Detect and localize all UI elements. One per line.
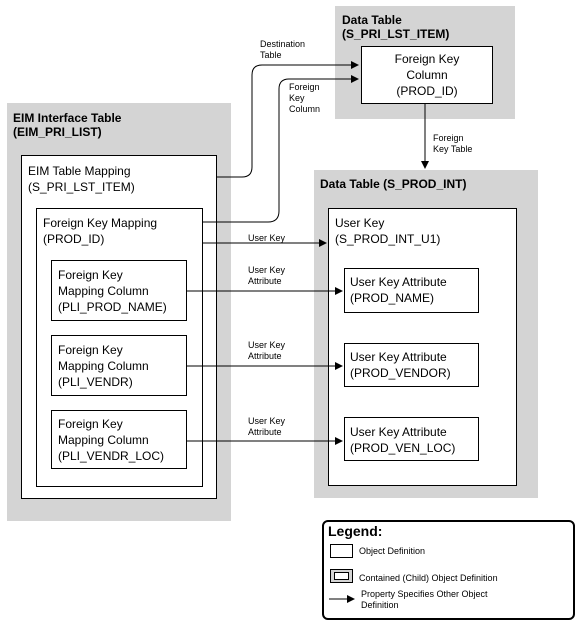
user-key-attribute-arrow-label-2a: User Key (248, 340, 286, 350)
user-key-attribute-box-1 (344, 268, 479, 313)
foreign-key-column-arrow-label: Foreign Key Column (289, 82, 320, 115)
destination-table-connector (217, 61, 359, 178)
eim-table-mapping-line1: EIM Table Mapping (28, 164, 131, 178)
fk-mapping-column-label-1: Foreign Key Mapping Column (PLI_PROD_NAM… (58, 267, 167, 315)
user-key-attribute-arrow-label-1b: Attribute (248, 276, 282, 286)
foreign-key-column-line3: (PROD_ID) (396, 84, 458, 98)
user-key-arrow-label: User Key (248, 233, 286, 243)
foreign-key-table-label: Foreign Key Table (433, 133, 472, 155)
data-table-bottom-title: Data Table (S_PROD_INT) (320, 177, 467, 191)
foreign-key-mapping-line2: (PROD_ID) (43, 232, 105, 246)
user-key-attribute-label-3: User Key Attribute (PROD_VEN_LOC) (350, 424, 455, 456)
fk-mapping-column-2-line2: Mapping Column (58, 359, 149, 373)
legend-property-line1: Property Specifies Other Object (361, 589, 488, 599)
data-table-top-title-line1: Data Table (342, 13, 402, 27)
user-key-attribute-arrow-label-2b: Attribute (248, 351, 282, 361)
user-key-attribute-3-line2: (PROD_VEN_LOC) (350, 441, 456, 455)
user-key-attribute-arrow-label-2: User Key Attribute (248, 340, 285, 362)
fk-mapping-column-box-1 (51, 260, 187, 321)
data-table-top-title: Data Table (S_PRI_LST_ITEM) (342, 13, 449, 41)
legend-child-definition-label: Contained (Child) Object Definition (359, 573, 498, 583)
user-key-attribute-2-line1: User Key Attribute (350, 350, 447, 364)
foreign-key-column-arrow-label-line1: Foreign (289, 82, 320, 92)
foreign-key-column-line1: Foreign Key (394, 52, 460, 66)
destination-table-label: Destination Table (260, 39, 305, 61)
fk-mapping-column-3-line1: Foreign Key (58, 417, 123, 431)
eim-interface-table-title-line1: EIM Interface Table (13, 111, 122, 125)
user-key-attribute-box-3 (344, 417, 479, 461)
foreign-key-column-connector (203, 75, 359, 223)
user-key-attribute-arrow-label-3b: Attribute (248, 427, 282, 437)
fk-mapping-column-1-line3: (PLI_PROD_NAME) (58, 300, 167, 314)
user-key-attribute-arrow-label-1: User Key Attribute (248, 265, 285, 287)
foreign-key-table-label-line2: Key Table (433, 144, 473, 154)
destination-table-label-line1: Destination (260, 39, 306, 49)
data-table-top-title-line2: (S_PRI_LST_ITEM) (342, 27, 450, 41)
fk-mapping-column-3-line3: (PLI_VENDR_LOC) (58, 449, 165, 463)
eim-table-mapping-label: EIM Table Mapping (S_PRI_LST_ITEM) (28, 163, 135, 195)
foreign-key-column-arrow-label-line3: Column (289, 104, 321, 114)
foreign-key-column-label: Foreign Key Column (PROD_ID) (361, 51, 493, 99)
fk-mapping-column-1-line2: Mapping Column (58, 284, 149, 298)
foreign-key-table-label-line1: Foreign (433, 133, 464, 143)
user-key-line2: (S_PROD_INT_U1) (335, 232, 441, 246)
legend-object-definition-swatch (330, 544, 353, 558)
foreign-key-column-box (361, 46, 493, 104)
legend-child-definition-inner (334, 572, 349, 580)
fk-mapping-column-box-3 (51, 410, 187, 469)
legend-arrow-icon (329, 595, 355, 603)
legend-property-line2: Definition (361, 600, 399, 610)
legend-object-definition-label: Object Definition (359, 546, 426, 556)
legend-box (322, 520, 575, 620)
fk-mapping-column-2-line3: (PLI_VENDR) (58, 375, 133, 389)
legend-title: Legend: (328, 523, 383, 539)
fk-mapping-column-box-2 (51, 335, 187, 396)
user-key-attribute-1-line1: User Key Attribute (350, 275, 447, 289)
user-key-attribute-label-2: User Key Attribute (PROD_VENDOR) (350, 349, 451, 381)
user-key-attribute-2-line2: (PROD_VENDOR) (350, 366, 451, 380)
fk-mapping-column-label-2: Foreign Key Mapping Column (PLI_VENDR) (58, 342, 149, 390)
foreign-key-mapping-line1: Foreign Key Mapping (43, 216, 158, 230)
foreign-key-column-arrow-label-line2: Key (289, 93, 305, 103)
foreign-key-column-line2: Column (406, 68, 448, 82)
user-key-attribute-box-2 (344, 343, 479, 387)
eim-table-mapping-line2: (S_PRI_LST_ITEM) (28, 180, 135, 194)
user-key-attribute-arrow-label-1a: User Key (248, 265, 286, 275)
legend-property-label: Property Specifies Other Object Definiti… (361, 589, 488, 611)
user-key-line1: User Key (335, 216, 385, 230)
user-key-attribute-label-1: User Key Attribute (PROD_NAME) (350, 274, 447, 306)
legend-child-definition-swatch (330, 569, 353, 583)
fk-mapping-column-3-line2: Mapping Column (58, 433, 149, 447)
fk-mapping-column-label-3: Foreign Key Mapping Column (PLI_VENDR_LO… (58, 416, 164, 464)
fk-mapping-column-2-line1: Foreign Key (58, 343, 123, 357)
destination-table-label-line2: Table (260, 50, 282, 60)
user-key-attribute-arrow-label-3a: User Key (248, 416, 286, 426)
fk-mapping-column-1-line1: Foreign Key (58, 268, 123, 282)
user-key-attribute-3-line1: User Key Attribute (350, 425, 447, 439)
user-key-label: User Key (S_PROD_INT_U1) (335, 215, 440, 247)
user-key-attribute-1-line2: (PROD_NAME) (350, 291, 435, 305)
foreign-key-mapping-label: Foreign Key Mapping (PROD_ID) (43, 215, 157, 247)
eim-interface-table-title-line2: (EIM_PRI_LIST) (13, 125, 102, 139)
user-key-attribute-arrow-label-3: User Key Attribute (248, 416, 285, 438)
eim-interface-table-title: EIM Interface Table (EIM_PRI_LIST) (13, 111, 223, 139)
